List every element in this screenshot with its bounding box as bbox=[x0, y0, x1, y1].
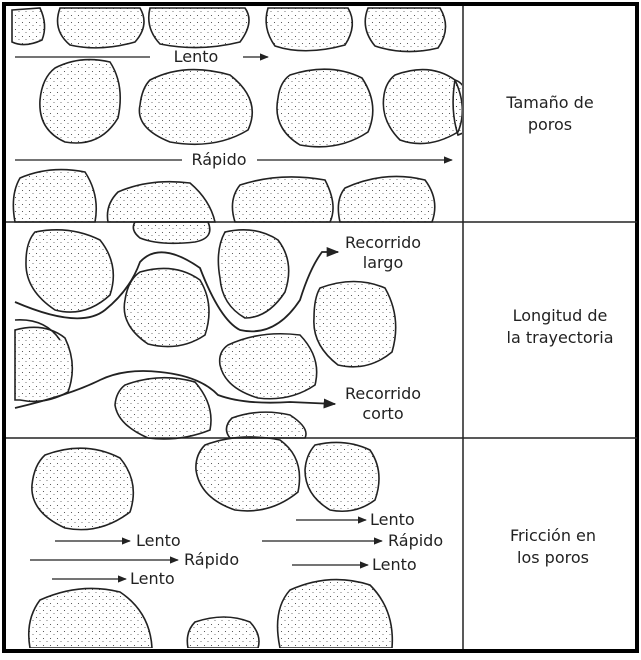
grain bbox=[12, 8, 45, 45]
row1-title-line2: poros bbox=[528, 115, 572, 134]
right-label-3: Lento bbox=[372, 555, 417, 574]
grain bbox=[13, 170, 96, 222]
grain bbox=[277, 69, 373, 147]
left-label-2: Rápido bbox=[184, 550, 239, 569]
grain bbox=[149, 8, 249, 48]
row3-title-line1: Fricción en bbox=[510, 526, 596, 545]
row3-title-line2: los poros bbox=[517, 548, 589, 567]
row1-title-line1: Tamaño de bbox=[505, 93, 593, 112]
grain bbox=[278, 580, 393, 648]
grain bbox=[15, 327, 72, 401]
long-path-label-line1: Recorrido bbox=[345, 233, 421, 252]
slow-label: Lento bbox=[174, 47, 219, 66]
fast-label: Rápido bbox=[191, 150, 246, 169]
right-label-2: Rápido bbox=[388, 531, 443, 550]
row2-title-line1: Longitud de bbox=[513, 306, 608, 325]
left-label-3: Lento bbox=[130, 569, 175, 588]
grain bbox=[232, 177, 333, 222]
grain bbox=[133, 222, 209, 243]
grain bbox=[383, 70, 462, 144]
long-path-label-line2: largo bbox=[363, 253, 404, 272]
grain bbox=[32, 448, 133, 529]
grain bbox=[124, 268, 209, 346]
grain bbox=[365, 8, 445, 52]
grain bbox=[314, 282, 396, 367]
grain bbox=[187, 617, 259, 648]
short-path-label-line1: Recorrido bbox=[345, 384, 421, 403]
left-label-1: Lento bbox=[136, 531, 181, 550]
grain bbox=[40, 60, 120, 143]
short-path-label-line2: corto bbox=[362, 404, 403, 423]
grain bbox=[266, 8, 352, 51]
row2-title-line2: la trayectoria bbox=[507, 328, 614, 347]
grain bbox=[58, 8, 144, 48]
grain bbox=[139, 70, 252, 145]
right-label-1: Lento bbox=[370, 510, 415, 529]
